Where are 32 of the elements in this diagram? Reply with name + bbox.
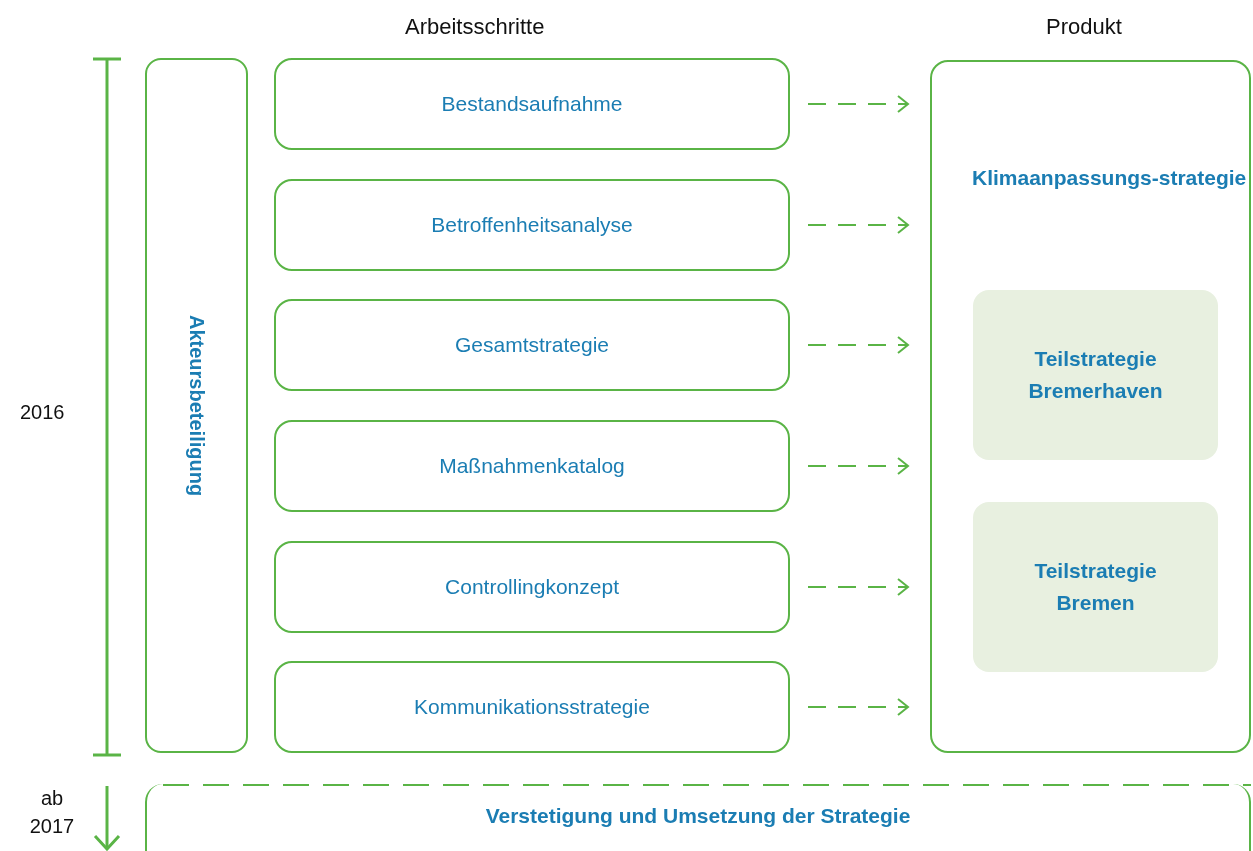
strategy-label: Verstetigung und Umsetzung der Strategie [485,803,911,829]
dashed-arrow [807,457,909,475]
process-box [274,420,790,512]
step-label: Bestandsaufnahme [441,91,623,118]
sub-strategy-box [973,290,1218,460]
year-label: 2016 [20,400,65,425]
column-heading: Produkt [1046,13,1122,41]
step-label: Gesamtstrategie [454,332,610,359]
step-label: Kommunikationsstrategie [414,694,650,721]
process-box [274,661,790,753]
process-box [274,299,790,391]
dashed-arrow [807,95,909,113]
strategy-label: Klimaanpassungs-strategie [972,166,1247,189]
product-box [930,60,1251,753]
participation-bar [145,58,248,753]
strategy-label: Teilstrategie Bremerhaven [1027,346,1164,404]
dashed-arrow [807,336,909,354]
column-heading: Arbeitsschritte [405,13,545,41]
dashed-arrow [807,698,909,716]
year-label: ab 2017 [28,786,76,839]
dashed-arrow [807,216,909,234]
process-box [274,541,790,633]
step-label: Akteursbeteiligung [184,314,209,497]
step-label: Betroffenheitsanalyse [431,212,633,239]
process-box [274,58,790,150]
strategy-label: Teilstrategie Bremen [1033,558,1158,616]
sub-strategy-box [973,502,1218,672]
step-label: Maßnahmenkatalog [439,453,625,480]
ongoing-phase-box [145,784,1251,851]
step-label: Controllingkonzept [445,574,619,601]
process-box [274,179,790,271]
dashed-arrow [807,578,909,596]
